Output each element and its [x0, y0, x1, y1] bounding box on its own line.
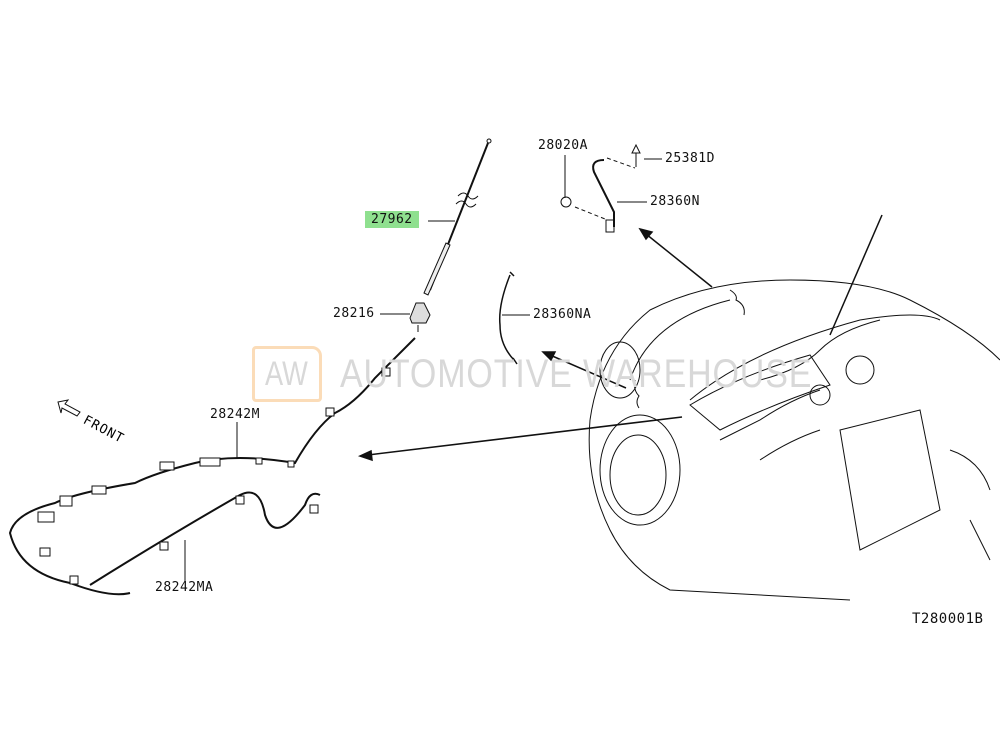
cable-28242ma-drawing — [89, 491, 321, 586]
antenna-rod-drawing — [423, 138, 492, 296]
part-label-28360n[interactable]: 28360N — [650, 194, 700, 209]
watermark-logo-text: AW — [265, 355, 308, 393]
watermark-text: AUTOMOTIVE WAREHOUSE — [340, 352, 813, 396]
feeder-28360na-drawing — [498, 271, 518, 365]
front-arrow-icon — [57, 399, 81, 417]
clips — [37, 367, 391, 585]
part-label-28216[interactable]: 28216 — [333, 306, 375, 321]
watermark-logo: AW — [252, 346, 322, 402]
part-label-28242ma[interactable]: 28242MA — [155, 580, 214, 595]
part-label-28360na[interactable]: 28360NA — [533, 307, 592, 322]
part-label-25381d[interactable]: 25381D — [665, 151, 715, 166]
part-label-28020a[interactable]: 28020A — [538, 138, 588, 153]
part-label-27962[interactable]: 27962 — [365, 211, 419, 228]
antenna-base-drawing — [409, 302, 431, 332]
feeder-28360n-drawing — [560, 143, 641, 233]
part-label-28242m[interactable]: 28242M — [210, 407, 260, 422]
cable-28242m-drawing — [8, 337, 416, 596]
arrows — [357, 227, 713, 462]
diagram-code: T280001B — [912, 611, 984, 627]
vehicle-outline-drawing — [588, 214, 1000, 601]
